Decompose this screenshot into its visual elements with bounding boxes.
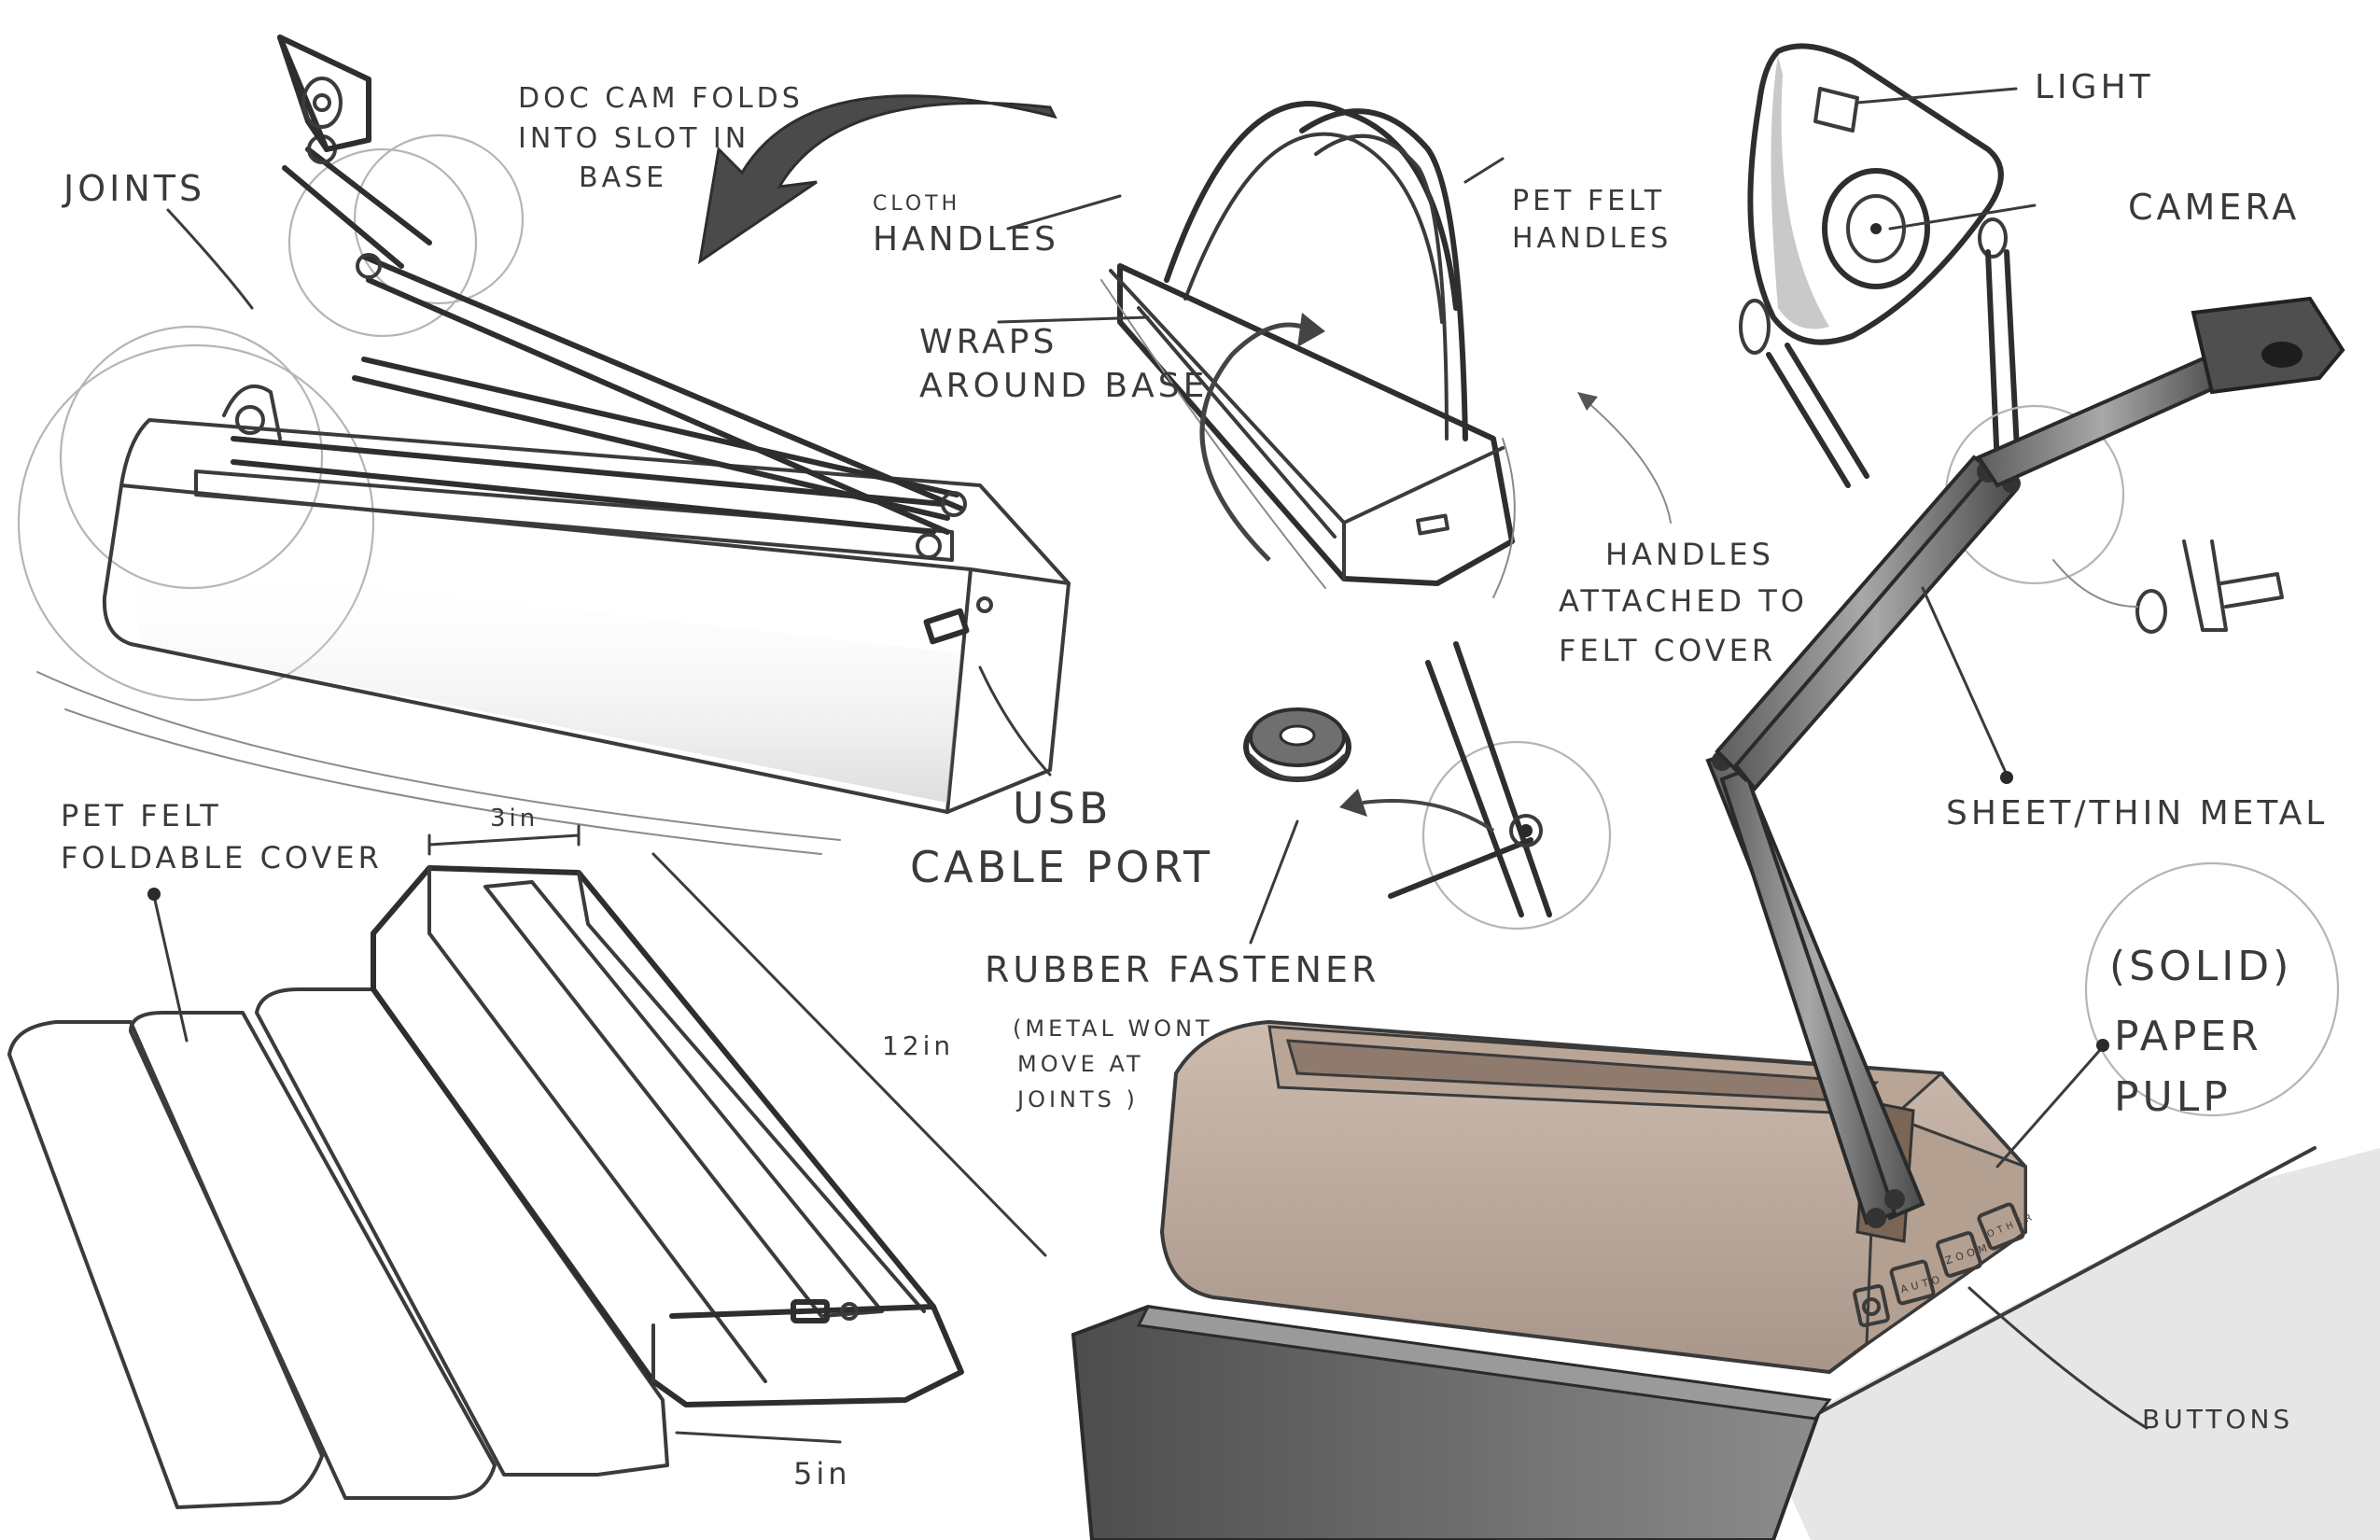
rendered-doc-cam: AUTO ZOOM OTHER [1071, 296, 2380, 1540]
label-metal-note-1: (METAL WONT [1013, 1015, 1213, 1042]
usb-port-icon [923, 608, 970, 645]
label-sheet-metal: SHEET/THIN METAL [1946, 794, 2328, 833]
label-cloth-handles: HANDLES [873, 220, 1059, 259]
dimension-5in: 5in [793, 1456, 851, 1491]
label-cloth-small: CLOTH [873, 192, 960, 216]
curved-arrow-icon [1199, 322, 1303, 562]
label-wraps-2: AROUND BASE [919, 367, 1208, 405]
label-usb-2: CABLE PORT [910, 842, 1213, 892]
label-usb-1: USB [1013, 783, 1112, 833]
label-buttons: BUTTONS [2142, 1404, 2293, 1435]
power-icon [1862, 1297, 1881, 1316]
folded-camera-sketch [17, 35, 1071, 855]
camera-head-closeup [1739, 43, 2284, 634]
foldable-cover-sketch [7, 824, 1047, 1509]
label-fold-line-2: INTO SLOT IN [518, 122, 749, 155]
annotation-leaders [147, 87, 2149, 1430]
label-cover-1: PET FELT [61, 798, 222, 833]
label-handles-attached-3: FELT COVER [1559, 633, 1776, 668]
label-solid: (SOLID) [2109, 943, 2292, 990]
dimension-3in: 3in [490, 805, 539, 833]
usb-port-icon [1416, 513, 1449, 536]
curved-arrow-icon [697, 94, 1057, 265]
label-paper: PAPER [2114, 1013, 2262, 1060]
dimension-12in: 12in [882, 1030, 954, 1061]
label-metal-note-2: MOVE AT [1017, 1051, 1144, 1077]
label-fold-line-1: DOC CAM FOLDS [518, 82, 804, 115]
label-wraps-1: WRAPS [919, 323, 1057, 361]
label-metal-note-3: JOINTS ) [1015, 1086, 1139, 1113]
annotation-labels: JOINTS DOC CAM FOLDS INTO SLOT IN BASE C… [61, 68, 2328, 1491]
label-rubber-fastener: RUBBER FASTENER [985, 949, 1379, 990]
label-fold-line-3: BASE [579, 161, 667, 194]
label-cover-2: FOLDABLE COVER [61, 840, 383, 875]
label-handles-attached-1: HANDLES [1605, 537, 1774, 572]
label-petfelt-handles-1: PET FELT [1512, 185, 1665, 217]
label-handles-attached-2: ATTACHED TO [1559, 583, 1808, 619]
label-pulp: PULP [2114, 1073, 2232, 1121]
felt-cover-wrap-sketch [1100, 101, 1672, 598]
label-light: LIGHT [2035, 68, 2154, 106]
usb-port-icon [791, 1299, 830, 1323]
label-camera: CAMERA [2128, 187, 2300, 228]
label-petfelt-handles-2: HANDLES [1512, 222, 1672, 255]
label-joints: JOINTS [62, 168, 205, 209]
rubber-fastener-detail [1243, 641, 1612, 931]
